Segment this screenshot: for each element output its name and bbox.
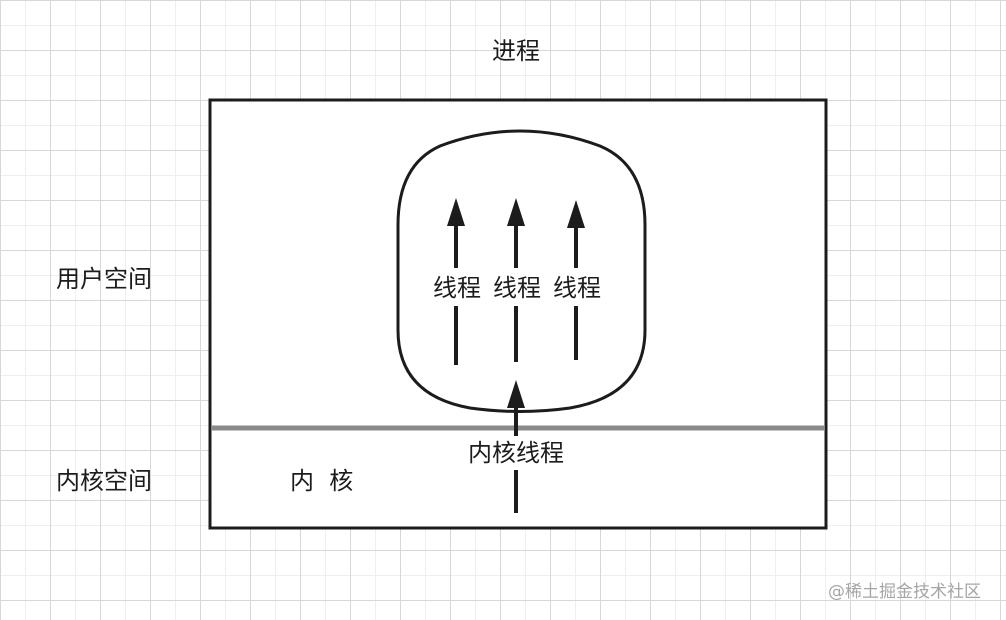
process-title: 进程 — [492, 37, 540, 65]
thread-container — [396, 129, 647, 413]
thread-label-3: 线程 — [551, 273, 603, 303]
thread-arrow-1-head — [447, 198, 465, 226]
thread-arrow-3-head — [567, 200, 585, 228]
kernel-space-label: 内核空间 — [56, 467, 152, 495]
kernel-thread-arrow-head — [507, 380, 525, 408]
thread-label-2: 线程 — [491, 273, 543, 303]
thread-label-1: 线程 — [431, 273, 483, 303]
kernel-label: 内 核 — [290, 467, 354, 495]
user-space-label: 用户空间 — [56, 265, 152, 293]
kernel-thread-label: 内核线程 — [466, 438, 566, 468]
thread-arrow-2-head — [507, 198, 525, 226]
watermark: @稀土掘金技术社区 — [828, 582, 981, 602]
